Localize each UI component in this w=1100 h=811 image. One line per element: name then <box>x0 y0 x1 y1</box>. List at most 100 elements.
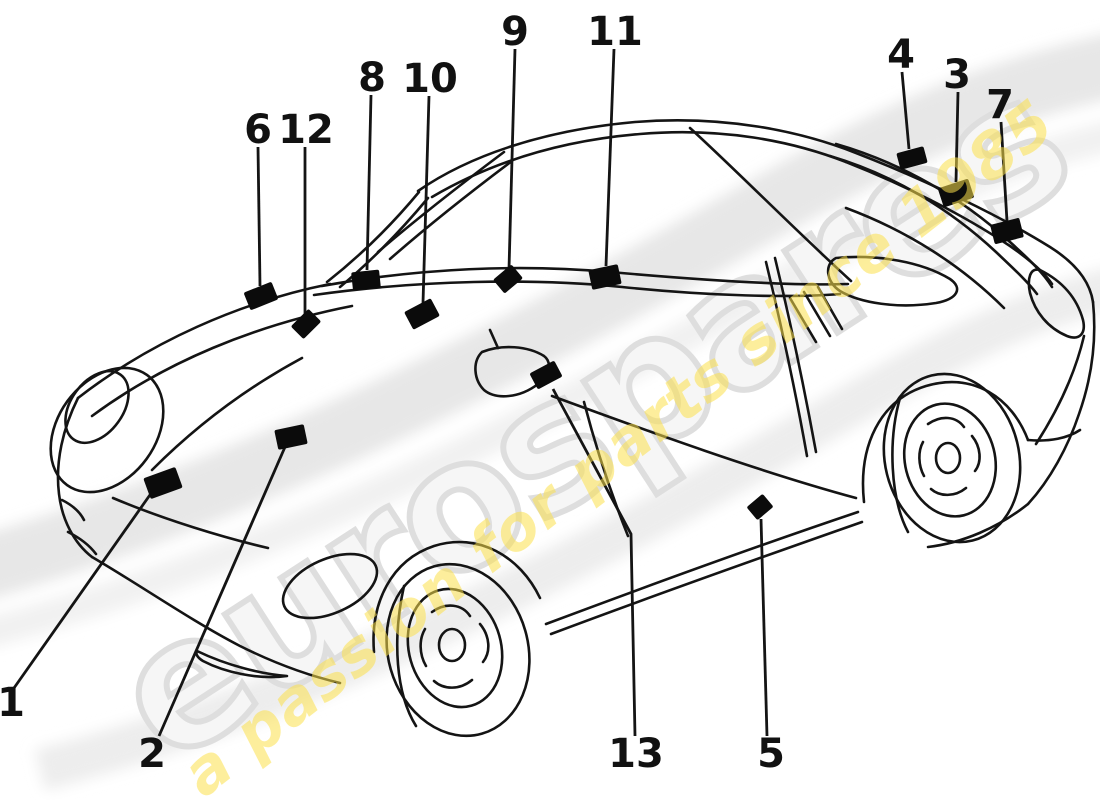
door-front-shut <box>582 400 630 538</box>
sticker-marker <box>747 494 773 520</box>
callout-number: 6 <box>244 107 272 153</box>
leader-line <box>999 121 1009 222</box>
callout-11: 11 <box>587 9 643 290</box>
callout-4: 4 <box>887 32 928 170</box>
rear-wheel-arch <box>861 380 1030 504</box>
sticker-marker <box>530 361 562 389</box>
callout-number: 5 <box>757 731 785 777</box>
callout-13: 13 <box>530 361 664 777</box>
front-hub <box>437 627 467 663</box>
front-tire <box>385 562 531 738</box>
vent-hatch-2 <box>802 290 832 338</box>
callout-number: 10 <box>402 56 458 102</box>
swoosh-curves <box>0 35 1100 791</box>
callout-12: 12 <box>278 107 334 339</box>
tail-edge <box>1026 300 1096 506</box>
car-line-art <box>49 119 1096 738</box>
sticker-marker <box>274 424 308 450</box>
callout-number: 11 <box>587 9 643 55</box>
leader-line <box>157 446 287 737</box>
front-tire-inner-edge <box>395 584 418 728</box>
rear-tire <box>882 372 1022 544</box>
sticker-marker <box>351 269 381 291</box>
wiper-line-1 <box>376 150 506 254</box>
front-wheel-arch <box>372 540 542 654</box>
rear-spoke-2 <box>970 434 981 473</box>
sill-line-upper <box>544 510 860 626</box>
sticker-marker <box>244 282 278 310</box>
cowl-line-lower <box>312 280 842 298</box>
hood-shut-line <box>90 304 354 418</box>
callout-10: 10 <box>402 56 458 330</box>
roofline <box>416 119 1095 304</box>
callout-number: 9 <box>501 9 529 55</box>
nose-crease <box>111 496 270 550</box>
leader-line <box>604 48 616 267</box>
rear-bumper-crease <box>1034 334 1086 446</box>
callout-8: 8 <box>351 55 386 291</box>
leader-line <box>256 146 262 287</box>
headlight-inner <box>64 369 130 445</box>
callout-3: 3 <box>938 52 974 207</box>
callout-number: 4 <box>887 32 915 78</box>
leader-line <box>421 95 431 304</box>
beltline <box>550 394 858 500</box>
callout-number: 1 <box>0 680 25 726</box>
fog-light <box>281 552 379 620</box>
bumper-marker-1 <box>60 498 86 522</box>
rear-rim <box>902 402 998 518</box>
callout-number: 3 <box>943 52 971 98</box>
callout-number: 7 <box>986 82 1014 128</box>
hood-center-line <box>150 356 304 472</box>
leader-line <box>507 48 517 270</box>
drip-rail <box>430 130 848 199</box>
callout-5: 5 <box>747 494 785 777</box>
sticker-marker <box>938 179 974 207</box>
front-spoke-3 <box>432 678 474 689</box>
vent-hatch-3 <box>816 285 844 331</box>
sticker-marker <box>404 298 440 330</box>
rear-spoke-1 <box>926 416 966 429</box>
bumper-marker-2 <box>66 530 98 556</box>
leader-line <box>365 94 373 271</box>
b-pillar-outer <box>773 256 818 454</box>
sticker-marker <box>493 265 523 293</box>
sticker-marker <box>291 309 321 339</box>
rear-bumper-bottom <box>926 502 1030 549</box>
front-rim <box>406 587 504 709</box>
callout-1: 1 <box>0 467 183 726</box>
leader-line <box>12 491 154 689</box>
front-valance <box>90 555 342 685</box>
mirror-stalk <box>488 328 500 350</box>
callout-number: 8 <box>358 55 386 101</box>
sticker-marker <box>896 146 928 170</box>
callout-9: 9 <box>493 9 529 293</box>
vent-hatch-1 <box>788 296 818 344</box>
near-a-pillar-outer <box>325 190 421 284</box>
quarter-lower-line <box>1026 428 1082 442</box>
quarter-window <box>826 255 959 307</box>
front-spoke-2 <box>478 622 490 664</box>
engine-lid-crease <box>844 206 1006 310</box>
front-spoke-4 <box>419 627 428 668</box>
rear-spoke-4 <box>918 440 926 478</box>
callout-2: 2 <box>138 424 308 777</box>
deck-line-lower <box>828 154 1039 296</box>
front-spoke-1 <box>430 604 472 618</box>
wiper-line-2 <box>388 159 514 261</box>
sticker-marker <box>990 218 1024 244</box>
taillight <box>1027 268 1086 339</box>
bumper-intake <box>195 649 289 679</box>
rear-spoke-3 <box>929 486 968 497</box>
leader-line <box>551 388 637 737</box>
sticker-marker <box>588 264 622 290</box>
nose-edge <box>56 396 94 559</box>
sticker-marker <box>143 467 183 499</box>
sill-line-lower <box>549 520 864 636</box>
rear-tire-inner-edge <box>891 396 910 534</box>
leader-line <box>954 91 960 183</box>
